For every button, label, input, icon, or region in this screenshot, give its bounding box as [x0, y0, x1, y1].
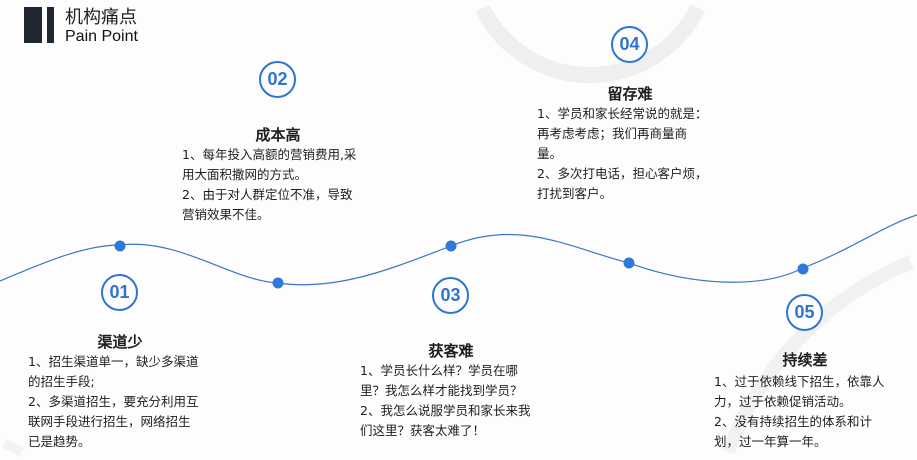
line: 1、每年投入高额的营销费用,采	[182, 147, 357, 162]
line: 1、招生渠道单一，缺少多渠道	[28, 354, 199, 369]
line: 1、过于依赖线下招生，依靠人	[714, 374, 885, 389]
line: 2、由于对人群定位不准，导致	[182, 187, 353, 202]
line: 2、多次打电话，担心客户烦，	[537, 166, 708, 181]
wave-line	[0, 214, 917, 286]
decor-ring-left	[2, 439, 25, 457]
line: 联网手段进行招生，网络招生	[28, 414, 191, 429]
desc-03: 1、学员长什么样？学员在哪里？我怎么样才能找到学员？ 2、我怎么说服学员和家长来我…	[360, 361, 530, 441]
line: 用大面积撒网的方式。	[182, 167, 308, 182]
desc-02: 1、每年投入高额的营销费用,采用大面积撒网的方式。 2、由于对人群定位不准，导致营…	[182, 145, 356, 225]
title-bar-icon	[24, 7, 42, 43]
line: 1、学员长什么样？学员在哪	[360, 363, 518, 378]
decor-ring-top	[475, 4, 705, 84]
title-04: 留存难	[607, 85, 653, 103]
decor-ring-right	[721, 255, 914, 455]
desc-01: 1、招生渠道单一，缺少多渠道的招生手段; 2、多渠道招生，要充分利用互联网手段进行…	[28, 352, 198, 452]
badge-02: 02	[259, 61, 296, 98]
wave-node-03	[445, 240, 457, 252]
line: 的招生手段;	[28, 374, 95, 389]
line: 们这里？获客太难了！	[360, 423, 486, 438]
title-bar-icon-thin	[47, 7, 54, 43]
wave-node-01	[114, 240, 126, 252]
line: 2、没有持续招生的体系和计	[714, 414, 872, 429]
badge-01: 01	[101, 274, 138, 311]
badge-05: 05	[786, 294, 823, 331]
title-05: 持续差	[782, 351, 828, 369]
line: 打扰到客户。	[537, 186, 613, 201]
wave-node-04	[623, 257, 635, 269]
title-01: 渠道少	[97, 333, 143, 351]
line: 2、我怎么说服学员和家长来我	[360, 403, 531, 418]
line: 量。	[537, 146, 563, 161]
line: 1、学员和家长经常说的就是：	[537, 106, 708, 121]
wave-node-05	[797, 263, 809, 275]
desc-05: 1、过于依赖线下招生，依靠人力，过于依赖促销活动。 2、没有持续招生的体系和计划，…	[714, 372, 884, 452]
line: 再考虑考虑；我们再商量商	[537, 126, 688, 141]
line: 里？我怎么样才能找到学员？	[360, 383, 523, 398]
line: 已是趋势。	[28, 434, 91, 449]
line: 营销效果不佳。	[182, 207, 270, 222]
badge-04: 04	[611, 26, 648, 63]
line: 2、多渠道招生，要充分利用互	[28, 394, 199, 409]
line: 力，过于依赖促销活动。	[714, 394, 852, 409]
line: 划，过一年算一年。	[714, 434, 827, 449]
page-subtitle: Pain Point	[65, 28, 138, 45]
page-title: 机构痛点	[65, 7, 137, 28]
desc-04: 1、学员和家长经常说的就是： 再考虑考虑；我们再商量商量。 2、多次打电话，担心客户…	[537, 104, 707, 204]
title-03: 获客难	[428, 342, 474, 360]
badge-03: 03	[432, 277, 469, 314]
title-02: 成本高	[255, 126, 301, 144]
wave-node-02	[272, 277, 284, 289]
